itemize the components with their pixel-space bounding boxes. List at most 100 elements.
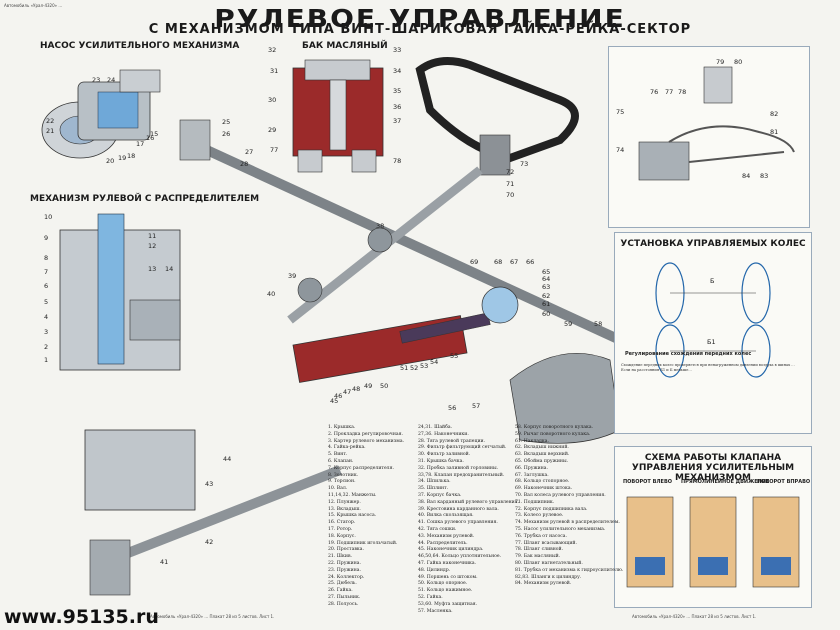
legend-item: 41. Сошка рулевого управления. [418,520,498,526]
callout-number: 77 [270,146,279,154]
page-title: РУЛЕВОЕ УПРАВЛЕНИЕ [214,3,626,34]
mechanism-heading: МЕХАНИЗМ РУЛЕВОЙ С РАСПРЕДЕЛИТЕЛЕМ [30,194,260,204]
toe-diagram [655,262,771,378]
callout-number: 68 [494,258,503,266]
pump-heading: НАСОС УСИЛИТЕЛЬНОГО МЕХАНИЗМА [40,41,240,51]
callout-number: 23 [92,76,101,84]
page-subtitle: С МЕХАНИЗМОМ ТИПА ВИНТ-ШАРИКОВАЯ ГАЙКА-Р… [148,22,692,37]
legend-item: 22. Пружина. [328,560,361,566]
wheel-alignment-panel: УСТАНОВКА УПРАВЛЯЕМЫХ КОЛЕС Б Б1 Регулир… [614,232,812,434]
callout-number: 29 [268,126,277,134]
legend-item: 50. Кольцо опорное. [418,581,468,587]
callout-number: 13 [148,265,157,273]
callout-number: 25 [222,118,231,126]
callout-number: 58 [594,320,603,328]
callout-number: 11 [148,232,157,240]
legend-item: 24,31. Шайба. [418,425,453,430]
legend-item: 38. Вал карданный рулевого управления. [418,499,520,505]
legend-item: 23. Пружина. [328,567,361,573]
legend-item: 9. Торсион. [328,479,356,485]
legend-item: 70. Вал колеса рулевого управления. [515,492,606,498]
callout-number: 35 [393,87,402,95]
legend-item: 33,78. Клапан предохранительный. [418,472,505,478]
legend-item: 1. Крышка. [328,425,356,430]
callout-number: 65 [542,268,551,276]
valve-scheme-heading: СХЕМА РАБОТЫ КЛАПАНА УПРАВЛЕНИЯ УСИЛИТЕЛ… [631,453,795,483]
legend-item: 57. Масленка. [418,608,453,614]
callout-number: 69 [470,258,479,266]
callout-number: 41 [160,558,169,566]
callout-number: 2 [44,343,49,351]
legend-item: 46,50,64. Кольцо уплотнительное. [418,554,502,560]
legend-item: 18. Корпус. [328,533,356,539]
legend-item: 40. Вилка скользящая. [418,513,474,519]
legend-item: 28. Тяга рулевой трапеции. [418,438,486,444]
callout-number: 62 [542,292,551,300]
callout-number: 1 [44,356,49,364]
callout-number: 72 [506,168,515,176]
cardan-shaft-drawing [287,166,483,324]
legend-column-1: 1. Крышка.2. Прокладка регулировочная.3.… [328,425,404,609]
legend-item: 21. Шкив. [328,554,352,560]
callout-number: 52 [410,364,419,372]
legend-item: 48. Цилиндр. [418,567,451,573]
callout-number: 51 [400,364,409,372]
legend-item: 7. Корпус распределителя. [328,465,394,471]
callout-number: 43 [205,480,214,488]
callout-number: 7 [44,268,49,276]
legend-item: 80. Шланг нагнетательный. [515,560,583,566]
legend-item: 29. Фильтр фильтрующий сетчатый. [418,445,507,451]
callout-number: 21 [46,127,55,135]
callout-number: 76 [650,88,659,96]
legend-item: 8. Золотник. [328,472,359,478]
callout-number: 84 [742,172,751,180]
cylinder-drawing [292,312,491,383]
callout-number: 16 [146,134,155,142]
legend-item: 68. Кольцо стопорное. [515,479,570,485]
legend-item: 6. Клапан. [328,458,354,464]
legend-item: 2. Прокладка регулировочная. [328,431,403,437]
legend-column-2: 24,31. Шайба.27,36. Наконечники.28. Тяга… [418,425,519,615]
lower-gear-drawing [84,429,342,596]
legend-item: 79. Бак масляный. [515,554,561,560]
legend-item: 43. Механизм рулевой. [418,533,475,539]
header-note: Автомобиль «Урал-4320» ... [4,3,63,8]
callout-number: 57 [472,402,481,410]
callout-number: 40 [267,290,276,298]
footer-right: Автомобиль «Урал-4320» ... Плакат 28 из … [632,614,757,619]
legend-item: 4. Гайка-рейка. [328,445,366,451]
legend-item: 3. Картер рулевого механизма. [328,438,405,444]
legend-item: 42. Тяга сошки. [418,526,457,532]
callout-number: 26 [222,130,231,138]
callout-number: 20 [106,157,115,165]
pump-drawing [41,69,161,159]
callout-number: 80 [734,58,743,66]
callout-number: 12 [148,242,157,250]
callout-number: 45 [330,397,339,405]
callout-number: 56 [448,404,457,412]
legend-item: 52. Гайка. [418,594,443,600]
legend-item: 34. Шпилька. [418,479,451,485]
legend-item: 13. Вкладыш. [328,506,361,512]
callout-number: 64 [542,275,551,283]
callout-number: 8 [44,254,49,262]
callout-number: 39 [288,272,297,280]
callout-number: 49 [364,382,373,390]
legend-item: 69. Наконечник штока. [515,486,573,492]
legend-item: 24. Коллектор. [328,574,365,580]
callout-number: 27 [245,148,254,156]
callout-number: 78 [393,157,402,165]
callout-number: 66 [526,258,535,266]
legend-item: 44. Распределитель. [418,540,468,546]
callout-number: 19 [118,154,127,162]
callout-number: 31 [270,67,279,75]
callout-number: 9 [44,234,49,242]
callout-number: 74 [616,146,625,154]
steering-knuckle-drawing [481,286,621,444]
callout-number: 81 [770,128,779,136]
legend-item: 84. Механизм рулевой. [515,581,572,587]
legend-item: 51. Кольцо нажимное. [418,588,473,594]
callout-number: 78 [678,88,687,96]
callout-number: 60 [542,310,551,318]
legend-item: 16. Статор. [328,520,356,526]
